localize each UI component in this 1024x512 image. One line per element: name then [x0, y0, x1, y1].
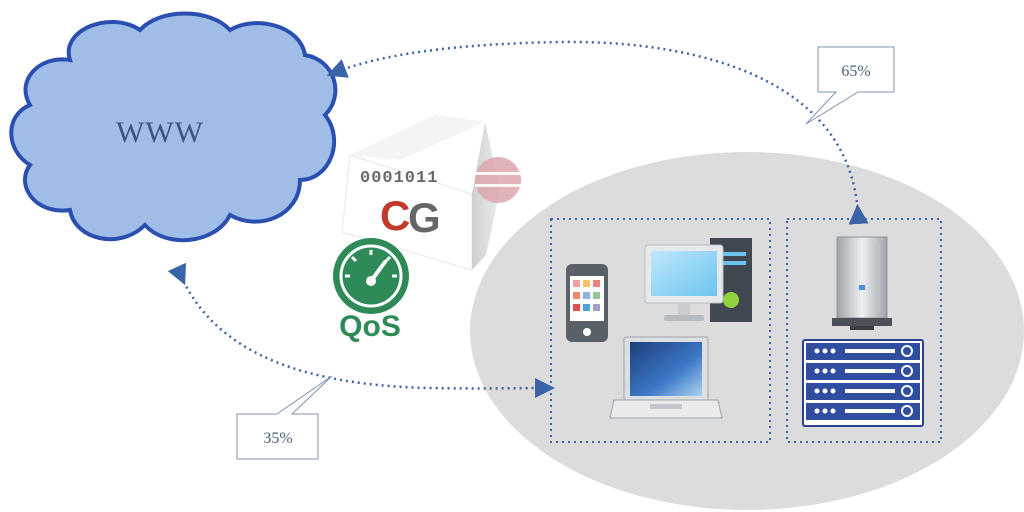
server-tower-icon	[832, 236, 892, 330]
rack-server-icon	[802, 339, 924, 427]
callout-upper: 65%	[805, 46, 895, 125]
cloud-label: WWW	[116, 116, 204, 149]
client-devices-box	[550, 218, 771, 443]
cube-letter-c: C	[380, 192, 410, 239]
smartphone-icon	[566, 264, 608, 342]
cube-letter-g: G	[408, 194, 441, 241]
server-box	[786, 218, 942, 443]
qos-label: QoS	[339, 310, 401, 343]
callout-upper-label: 65%	[841, 63, 870, 80]
cloud-icon	[9, 11, 338, 243]
cube-bits: 0001011	[360, 169, 438, 188]
upper-arrow	[326, 40, 869, 225]
desktop-monitor-icon	[644, 244, 724, 321]
callout-lower: 35%	[236, 375, 333, 460]
callout-lower-label: 35%	[263, 430, 292, 447]
gauge-icon	[333, 238, 409, 314]
cloud-shape	[9, 11, 338, 243]
cube-sticker	[475, 157, 521, 203]
laptop-icon	[609, 336, 723, 419]
